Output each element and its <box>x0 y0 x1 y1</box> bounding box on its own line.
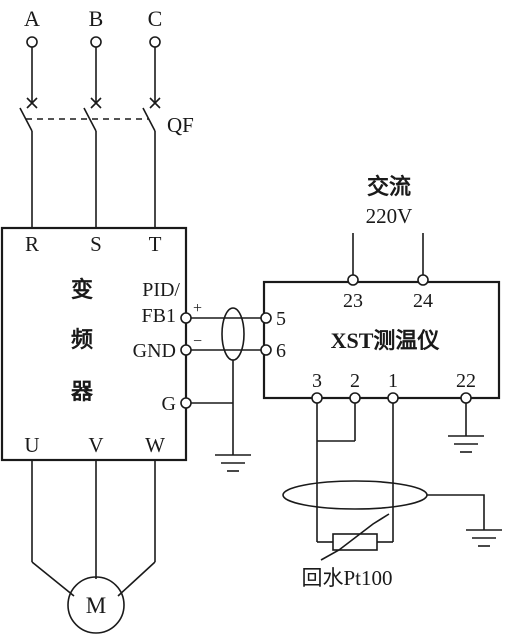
terminal-5-label: 5 <box>276 308 286 330</box>
pt100-resistor <box>332 533 378 551</box>
ac-supply: 交流 220V <box>352 174 424 275</box>
terminal-23-label: 23 <box>343 290 363 312</box>
fb1-terminal <box>180 312 192 324</box>
phase-c-label: C <box>148 6 163 31</box>
phase-a-terminal <box>26 36 38 48</box>
g-terminal <box>180 397 192 409</box>
xst-controller: 23 24 5 6 XST测温仪 3 2 1 22 <box>260 274 501 404</box>
inverter-terminal-w: W <box>145 433 165 457</box>
polarity-minus: − <box>193 333 202 350</box>
terminal-3 <box>311 392 323 404</box>
terminal-24 <box>417 274 429 286</box>
sensor-label: 回水Pt100 <box>301 566 392 590</box>
ground-symbol-sensor <box>466 529 502 547</box>
pt100-sensor: 回水Pt100 <box>282 403 502 590</box>
phase-c-terminal <box>149 36 161 48</box>
terminal-22 <box>460 392 472 404</box>
terminal-5 <box>260 312 272 324</box>
motor: M <box>31 460 156 634</box>
cable-shield <box>221 307 245 361</box>
terminal-23 <box>347 274 359 286</box>
phase-b-terminal <box>90 36 102 48</box>
terminal-1 <box>387 392 399 404</box>
terminal-2-label: 2 <box>350 370 360 392</box>
inverter-terminal-t: T <box>149 232 162 256</box>
ground-symbol-inverter <box>215 454 251 472</box>
inverter: R S T 变 频 器 PID/ FB1 GND G U V W <box>0 226 192 462</box>
inverter-terminal-r: R <box>25 232 39 256</box>
motor-label: M <box>86 593 106 618</box>
inverter-terminal-fb1: FB1 <box>142 305 176 327</box>
sensor-cable-shield <box>282 480 428 510</box>
inverter-box <box>0 226 188 462</box>
terminal-3-label: 3 <box>312 370 322 392</box>
polarity-plus: + <box>193 300 202 317</box>
phase-inputs: A B C <box>24 6 163 48</box>
inverter-name-char-2: 频 <box>71 328 93 353</box>
terminal-22-label: 22 <box>456 370 476 392</box>
ground-symbol-controller <box>448 403 484 453</box>
motor-symbol <box>67 576 125 634</box>
circuit-breaker-qf: QF <box>19 47 194 228</box>
ac-supply-line1: 交流 <box>367 174 411 200</box>
pt100-variable-arrow <box>320 513 390 561</box>
inverter-terminal-s: S <box>90 232 102 256</box>
phase-b-label: B <box>89 6 104 31</box>
terminal-24-label: 24 <box>413 290 433 312</box>
inverter-terminal-v: V <box>88 433 103 457</box>
inverter-terminal-gnd: GND <box>133 340 176 362</box>
terminal-1-label: 1 <box>388 370 398 392</box>
phase-a-label: A <box>24 6 40 31</box>
gnd-terminal <box>180 344 192 356</box>
breaker-label: QF <box>167 113 194 137</box>
controller-box <box>262 280 501 400</box>
terminal-2 <box>349 392 361 404</box>
inverter-terminal-g: G <box>162 393 176 415</box>
inverter-terminal-u: U <box>24 433 39 457</box>
terminal-6 <box>260 344 272 356</box>
controller-name: XST测温仪 <box>331 328 441 353</box>
ac-supply-line2: 220V <box>366 204 413 228</box>
signal-cable: + − <box>191 300 261 472</box>
inverter-name-char-3: 器 <box>70 380 94 405</box>
terminal-6-label: 6 <box>276 340 286 362</box>
inverter-name-char-1: 变 <box>71 277 93 303</box>
inverter-terminal-pid: PID/ <box>142 279 180 301</box>
